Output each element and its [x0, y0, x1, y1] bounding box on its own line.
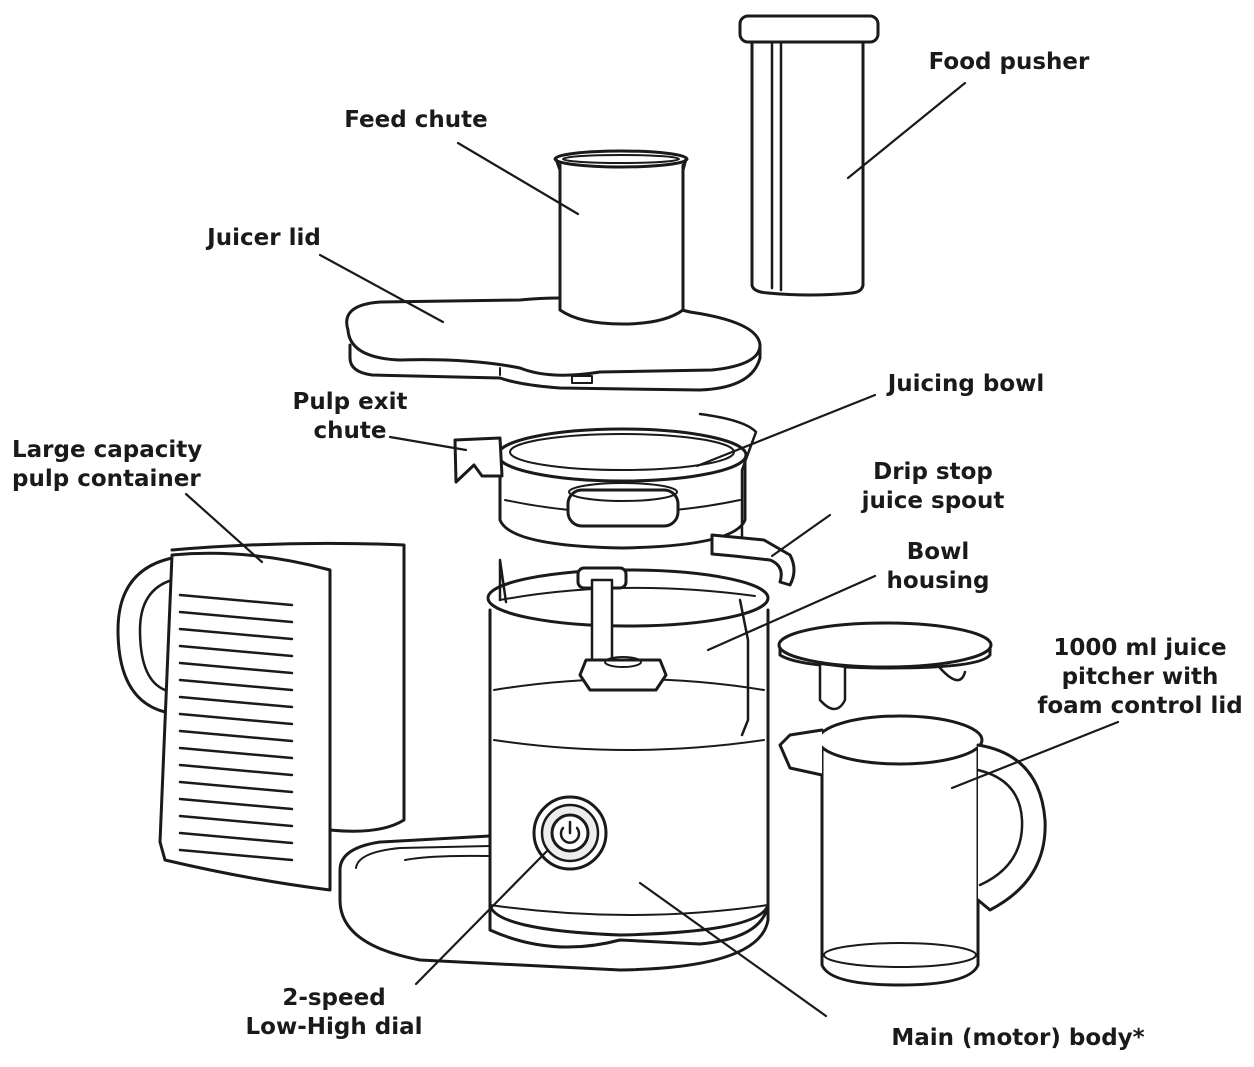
leader-lines	[184, 81, 1120, 1018]
label-main-body: Main (motor) body*	[891, 1025, 1145, 1051]
leader-juice-pitcher	[950, 720, 1120, 790]
label-juice-pitcher: 1000 ml juice pitcher with foam control …	[1037, 635, 1243, 719]
label-food-pusher: Food pusher	[928, 49, 1090, 75]
leader-juicer-lid	[318, 253, 445, 324]
pulp-container	[116, 541, 406, 892]
leader-juicing-bowl	[695, 393, 877, 468]
label-bowl-housing: Bowl housing	[886, 539, 990, 594]
label-pulp-exit-chute: Pulp exit chute	[292, 389, 408, 444]
leader-speed-dial	[414, 848, 550, 986]
main-body	[338, 558, 770, 972]
label-juicer-lid: Juicer lid	[207, 225, 321, 251]
leader-food-pusher	[846, 81, 967, 180]
leader-feed-chute	[456, 141, 580, 216]
food-pusher	[738, 14, 880, 297]
label-drip-stop-spout: Drip stop juice spout	[861, 459, 1005, 514]
juicer-lid	[345, 296, 762, 392]
leader-pulp-exit-chute	[388, 435, 468, 452]
leader-pulp-container	[184, 492, 264, 564]
label-pulp-container: Large capacity pulp container	[12, 437, 203, 492]
leader-bowl-housing	[706, 574, 877, 652]
juice-pitcher	[777, 621, 1047, 987]
feed-chute	[553, 149, 689, 326]
label-speed-dial: 2-speed Low-High dial	[245, 985, 423, 1040]
leader-drip-stop-spout	[770, 513, 832, 558]
label-feed-chute: Feed chute	[344, 107, 488, 133]
label-juicing-bowl: Juicing bowl	[887, 371, 1045, 397]
juicing-bowl	[453, 412, 796, 587]
leader-main-body	[638, 881, 828, 1018]
